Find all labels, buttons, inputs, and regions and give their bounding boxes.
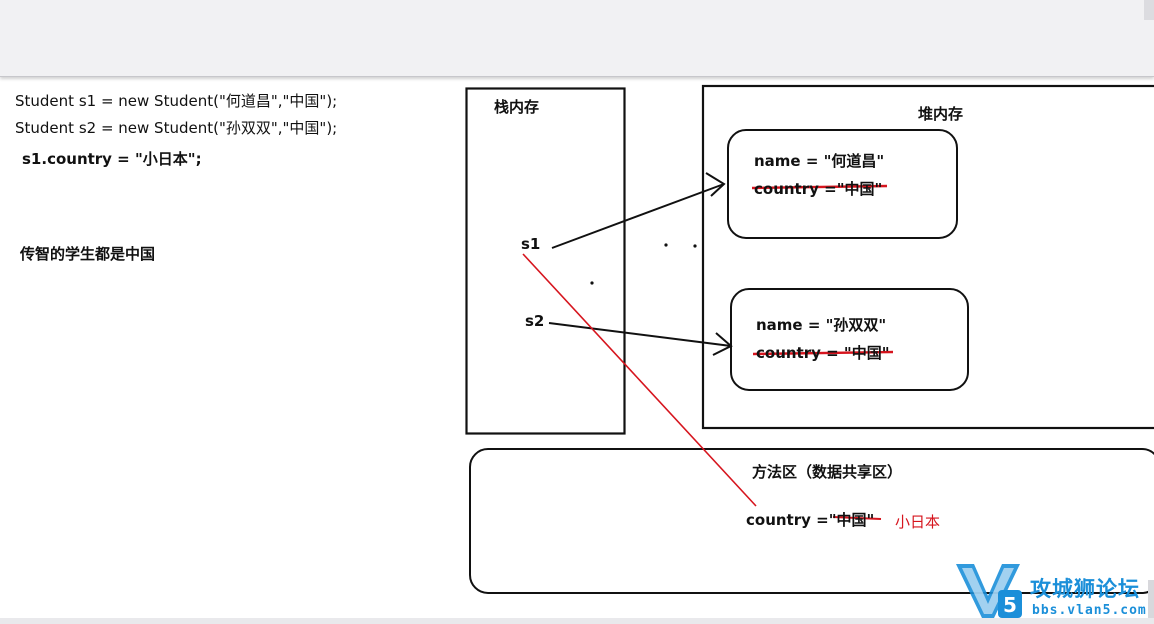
stack-memory-box [465,87,626,435]
stack-title: 栈内存 [494,98,540,116]
object-2-country: country = "中国" [756,344,890,362]
heap-object-1-box [727,129,958,239]
code-line-2: Student s2 = new Student("孙双双","中国"); [15,119,338,137]
diagram-canvas [0,80,1154,618]
stray-dot [693,244,697,248]
heap-title: 堆内存 [918,105,964,123]
strike-static-country [832,516,882,520]
object-1-country: country ="中国" [754,180,883,198]
method-area-title: 方法区（数据共享区） [752,463,903,481]
watermark-url[interactable]: bbs.vlan5.com [1032,603,1147,618]
code-line-1: Student s1 = new Student("何道昌","中国"); [15,92,338,110]
object-2-name: name = "孙双双" [756,316,887,334]
app-toolbar-area [0,0,1154,77]
heap-object-2-box [730,288,969,391]
static-country-new-value: 小日本 [895,513,941,531]
stack-var-s2: s2 [525,312,545,330]
forum-logo-icon: 5 [956,564,1022,618]
watermark-title: 攻城狮论坛 [1030,577,1140,601]
method-area-box [469,448,1154,594]
window-edge [1148,580,1154,624]
strike-object-1-country [751,184,888,190]
static-country: country ="中国" [746,511,875,529]
arrow-s1-to-object-1 [551,172,726,249]
stray-dot [664,243,668,247]
strike-object-2-country [752,350,894,356]
stack-var-s1: s1 [521,235,541,253]
svg-text:5: 5 [1003,593,1017,617]
stray-dot [590,281,594,285]
code-line-3: s1.country = "小日本"; [22,150,202,168]
toolbar-scroll-handle[interactable] [1144,0,1154,20]
arrow-s2-to-object-2 [548,322,733,356]
heap-memory-box [701,84,1154,430]
object-1-name: name = "何道昌" [754,152,885,170]
bottom-edge [0,618,1154,624]
red-link-s1-to-static-country [522,253,757,507]
note-text: 传智的学生都是中国 [20,245,156,263]
diagram-drawing [465,84,1154,594]
